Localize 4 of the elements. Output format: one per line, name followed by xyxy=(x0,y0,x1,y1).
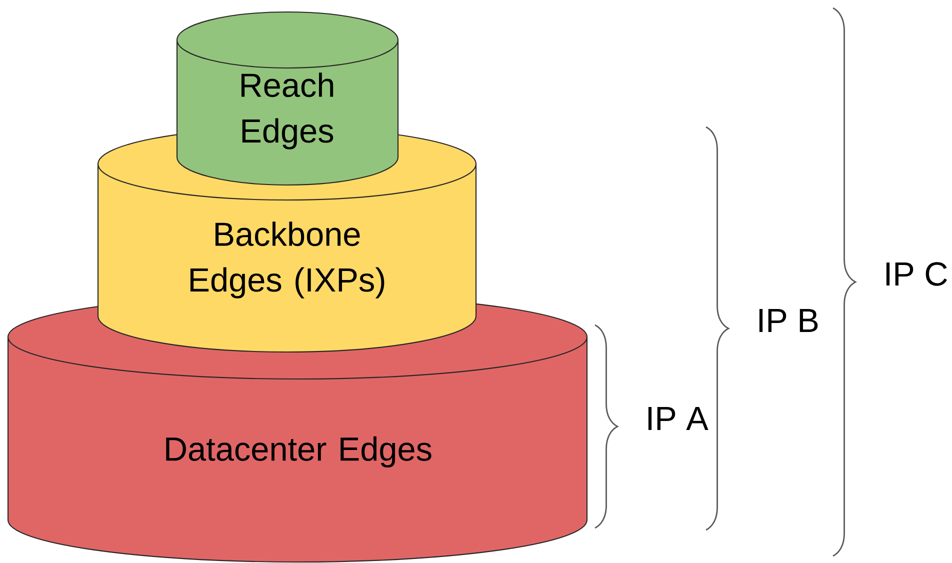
bracket-label: IP B xyxy=(759,309,818,332)
bracket-label: IP A xyxy=(648,407,708,430)
bracket-label: IP C xyxy=(886,262,947,286)
cylinder: Reach Edges xyxy=(176,11,399,186)
